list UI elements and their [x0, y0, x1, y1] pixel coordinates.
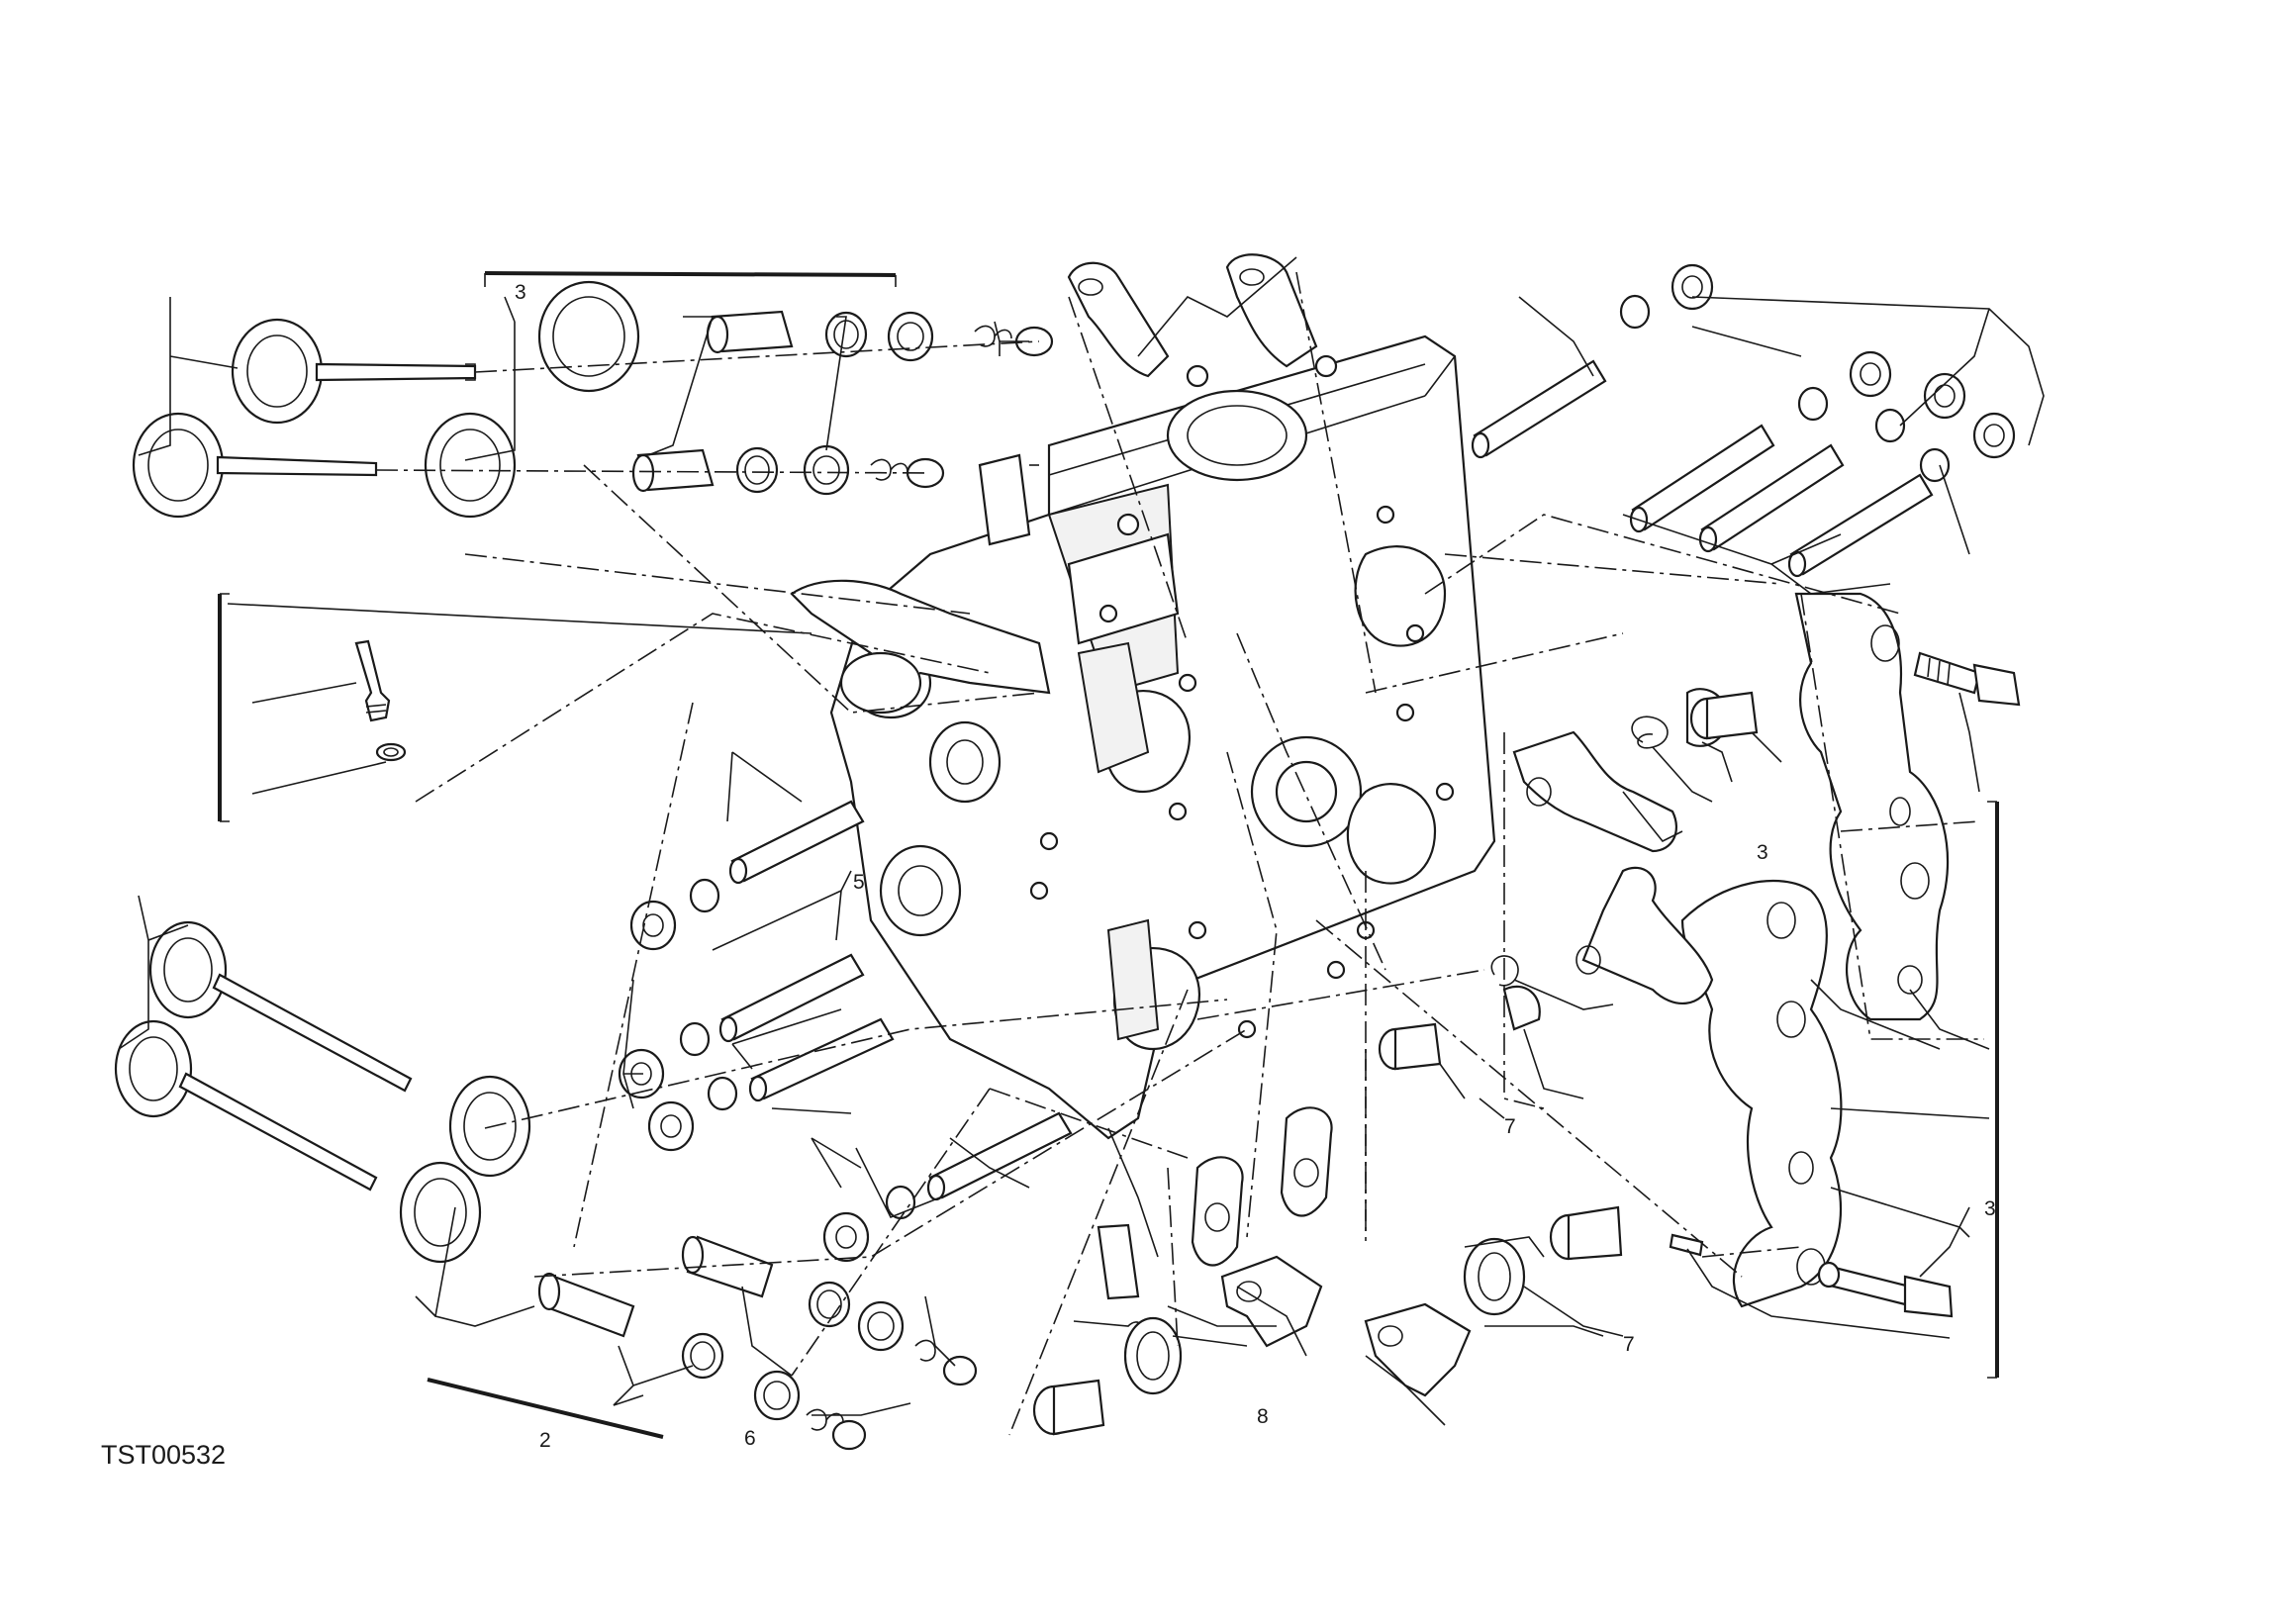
callout-7-mid: 7: [1504, 1115, 1516, 1138]
exhaust-valve-seat-lower: [399, 1161, 482, 1264]
pin-right-2: [1629, 424, 1775, 533]
torsion-spring-right-lower: [1490, 955, 1614, 1031]
rocker-arm-bottom-3: [1220, 1255, 1323, 1348]
rocker-arm-bottom-1: [1191, 1156, 1244, 1267]
pin-left-3: [748, 1017, 895, 1102]
callout-7-bottom: 7: [1623, 1333, 1635, 1356]
rocker-arm-top-left: [1067, 261, 1170, 378]
rocker-arm-left: [790, 579, 1051, 715]
exhaust-valve-lower: [114, 1019, 378, 1192]
rocker-arm-right-upper: [1512, 730, 1677, 853]
valve-seat-upper: [537, 280, 640, 393]
exhaust-spring-upper: [808, 1281, 851, 1328]
intake-valve-upper: [231, 318, 477, 425]
exhaust-valve-guide-lower: [537, 1272, 635, 1338]
drawing-code: TST00532: [101, 1440, 226, 1470]
pin-left-1: [728, 800, 865, 885]
valve-cap-upper: [887, 311, 934, 362]
exhaust-valve-guide-upper: [681, 1235, 774, 1298]
cam-support-lower-right: [1680, 879, 1843, 1308]
plug-left-3: [647, 1076, 738, 1152]
callout-3-right: 3: [1757, 841, 1768, 864]
plug-right-3: [1874, 372, 1966, 443]
exhaust-collet-upper: [914, 1339, 978, 1386]
valve-spring-lower: [735, 446, 779, 494]
plug-left-4: [822, 1185, 916, 1263]
exhaust-cap-upper: [857, 1300, 905, 1352]
callout-3-top: 3: [515, 281, 526, 304]
assembly-lines: [375, 271, 1984, 1436]
callout-labels: 6 2 3 3 3 7 7 5 8: [515, 281, 1996, 1452]
rocker-arm-top-right: [1225, 253, 1318, 368]
valve-seat-lower: [424, 412, 517, 519]
bushing-right-upper: [1689, 691, 1759, 740]
torsion-spring-bottom-left: [1073, 1316, 1248, 1395]
callout-5: 5: [853, 871, 865, 894]
callout-8: 8: [1257, 1405, 1269, 1428]
bracket-top-valve-set: [484, 271, 897, 287]
bracket-left-injector: [218, 593, 230, 822]
collet-upper: [974, 325, 1054, 357]
pin-right-1: [1471, 359, 1607, 459]
pin-left-4: [926, 1111, 1073, 1201]
collet-lower: [870, 457, 945, 489]
pin-right-3: [1698, 443, 1845, 553]
valve-guide-lower: [631, 448, 715, 493]
bolt-upper-right: [1913, 651, 2021, 707]
pin-right-4: [1787, 473, 1934, 578]
bracket-right-rockers: [1987, 801, 1999, 1379]
bracket-bottom-valve-set: [427, 1378, 664, 1439]
plug-left-1: [629, 878, 720, 951]
torsion-spring-bottom-right: [1463, 1236, 1545, 1316]
rocker-arm-bottom-2: [1280, 1106, 1333, 1217]
callout-3-bracket: 3: [1984, 1197, 1996, 1220]
bushing-right-lower: [1378, 1022, 1442, 1071]
leader-lines: [118, 256, 2045, 1426]
pin-left-2: [718, 953, 865, 1043]
valve-spring-upper: [824, 311, 868, 358]
exhaust-valve-seat-upper: [448, 1075, 531, 1178]
pin-left-5: [1097, 1223, 1140, 1300]
bolt-lower-right: [1817, 1261, 1954, 1318]
plug-left-2: [618, 1021, 711, 1099]
bushing-bottom-left: [1032, 1379, 1105, 1436]
valve-guide-upper: [706, 310, 794, 354]
callout-6: 6: [744, 1427, 756, 1450]
exhaust-spring-lower: [681, 1332, 724, 1380]
exhaust-valve-upper: [148, 920, 413, 1093]
exhaust-cap-lower: [753, 1370, 801, 1421]
callout-2: 2: [539, 1429, 551, 1452]
cylinder-head: [829, 334, 1496, 1140]
exhaust-collet-lower: [806, 1408, 867, 1451]
bushing-bottom-right: [1549, 1205, 1623, 1261]
dowel-right: [1669, 1233, 1704, 1257]
cam-support-upper-right: [1794, 592, 1950, 1021]
plug-right-4: [1919, 412, 2016, 483]
rocker-arm-bottom-4: [1364, 1302, 1472, 1397]
nozzle-fitting: [354, 639, 407, 762]
intake-valve-lower: [132, 412, 378, 519]
valve-cap-lower: [803, 444, 850, 496]
plug-right-2: [1797, 350, 1892, 422]
rocker-arm-right-lower: [1575, 866, 1714, 1004]
